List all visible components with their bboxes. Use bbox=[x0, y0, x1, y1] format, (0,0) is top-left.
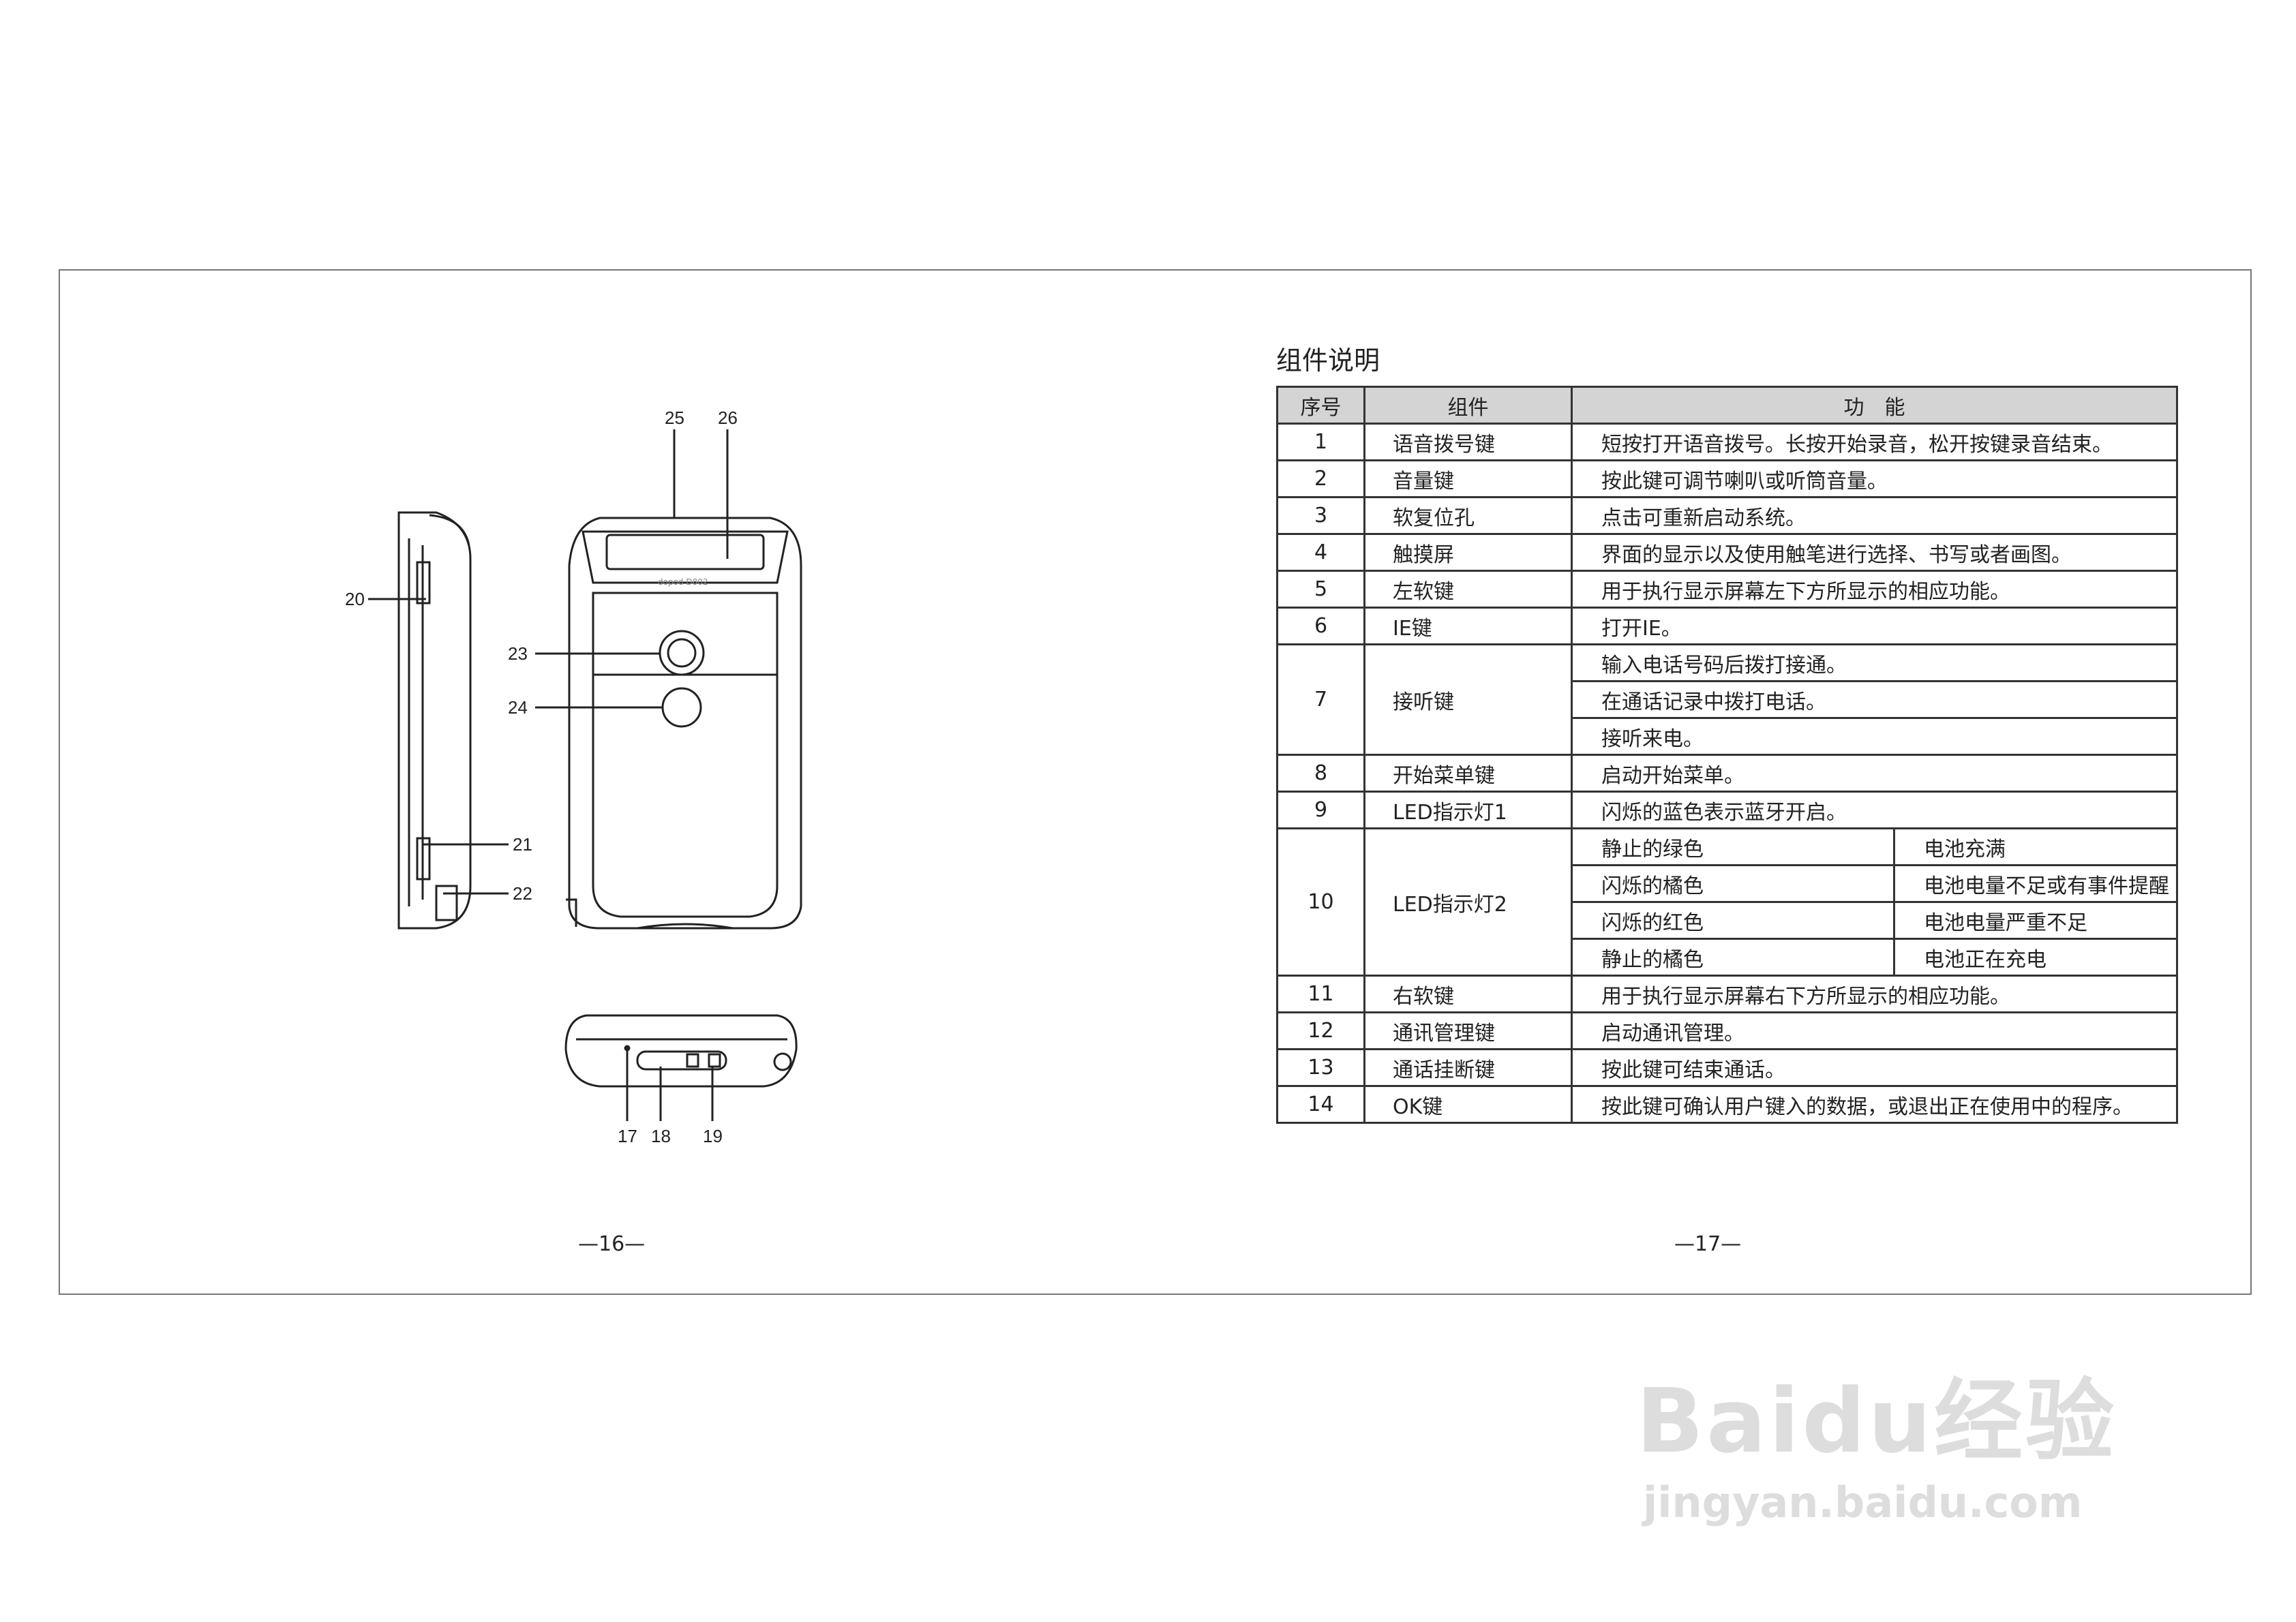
component-name: 通讯管理键 bbox=[1363, 1011, 1573, 1050]
page-frame bbox=[59, 269, 2252, 1295]
component-name: 触摸屏 bbox=[1363, 533, 1573, 572]
led-state: 静止的橘色 bbox=[1571, 938, 1895, 977]
component-function: 短按打开语音拨号。长按开始录音，松开按键录音结束。 bbox=[1571, 423, 2178, 461]
row-number: 11 bbox=[1276, 975, 1365, 1013]
watermark-logo: Baidu经验 bbox=[1636, 1369, 2117, 1473]
callout-25: 25 bbox=[665, 408, 684, 428]
page-number-left: —16— bbox=[578, 1232, 646, 1256]
led-meaning: 电池正在充电 bbox=[1893, 938, 2178, 977]
table-row: 静止的橘色电池正在充电 bbox=[1278, 938, 2178, 977]
led-state: 闪烁的红色 bbox=[1571, 901, 1895, 940]
callout-22: 22 bbox=[513, 883, 532, 904]
callout-17: 17 bbox=[618, 1126, 637, 1146]
component-function: 界面的显示以及使用触笔进行选择、书写或者画图。 bbox=[1571, 533, 2178, 572]
component-name: 音量键 bbox=[1363, 459, 1573, 498]
callout-21: 21 bbox=[513, 834, 532, 855]
table-header: 序号 组件 功 能 bbox=[1276, 386, 2178, 425]
row-number: 1 bbox=[1276, 423, 1365, 461]
row-number: 6 bbox=[1276, 607, 1365, 645]
callout-18: 18 bbox=[651, 1126, 671, 1146]
component-function: 点击可重新启动系统。 bbox=[1571, 496, 2178, 535]
component-function: 闪烁的蓝色表示蓝牙开启。 bbox=[1571, 791, 2178, 829]
led-meaning: 电池电量不足或有事件提醒 bbox=[1893, 864, 2178, 903]
component-function: 按此键可确认用户键入的数据，或退出正在使用中的程序。 bbox=[1571, 1085, 2178, 1124]
led-state: 静止的绿色 bbox=[1571, 827, 1895, 866]
row-number: 3 bbox=[1276, 496, 1365, 535]
table-row: 闪烁的橘色电池电量不足或有事件提醒 bbox=[1278, 864, 2178, 903]
component-name: 左软键 bbox=[1363, 570, 1573, 609]
component-function: 输入电话号码后拨打接通。 bbox=[1571, 643, 2178, 682]
header-number: 序号 bbox=[1276, 386, 1365, 425]
row-number: 2 bbox=[1276, 459, 1365, 498]
led-meaning: 电池充满 bbox=[1893, 827, 2178, 866]
watermark-url: jingyan.baidu.com bbox=[1643, 1478, 2083, 1527]
row-number: 7 bbox=[1276, 643, 1365, 756]
table-row: 在通话记录中拨打电话。 bbox=[1278, 680, 2178, 719]
led-meaning: 电池电量严重不足 bbox=[1893, 901, 2178, 940]
callout-24: 24 bbox=[508, 697, 528, 718]
component-function: 用于执行显示屏幕右下方所显示的相应功能。 bbox=[1571, 975, 2178, 1013]
component-name: LED指示灯2 bbox=[1363, 827, 1573, 977]
component-function: 按此键可调节喇叭或听筒音量。 bbox=[1571, 459, 2178, 498]
header-component: 组件 bbox=[1363, 386, 1573, 425]
row-number: 14 bbox=[1276, 1085, 1365, 1124]
row-number: 10 bbox=[1276, 827, 1365, 977]
section-title: 组件说明 bbox=[1276, 346, 1380, 376]
row-number: 13 bbox=[1276, 1048, 1365, 1087]
row-number: 8 bbox=[1276, 754, 1365, 793]
phone-side-view bbox=[397, 511, 472, 930]
callout-20: 20 bbox=[345, 589, 365, 609]
component-name: 右软键 bbox=[1363, 975, 1573, 1013]
component-name: LED指示灯1 bbox=[1363, 791, 1573, 829]
component-name: 语音拨号键 bbox=[1363, 423, 1573, 461]
led-state: 闪烁的橘色 bbox=[1571, 864, 1895, 903]
row-number: 5 bbox=[1276, 570, 1365, 609]
component-name: 开始菜单键 bbox=[1363, 754, 1573, 793]
table-row: 接听来电。 bbox=[1278, 717, 2178, 756]
device-brand: dopod D802 bbox=[658, 577, 708, 587]
component-function: 启动通讯管理。 bbox=[1571, 1011, 2178, 1050]
component-name: 通话挂断键 bbox=[1363, 1048, 1573, 1087]
row-number: 9 bbox=[1276, 791, 1365, 829]
component-function: 打开IE。 bbox=[1571, 607, 2178, 645]
component-function: 接听来电。 bbox=[1571, 717, 2178, 756]
component-name: 软复位孔 bbox=[1363, 496, 1573, 535]
baidu-watermark: Baidu经验 jingyan.baidu.com bbox=[1636, 1349, 2117, 1527]
callout-19: 19 bbox=[703, 1126, 723, 1146]
phone-bottom-view bbox=[564, 1014, 798, 1088]
callout-23: 23 bbox=[508, 643, 528, 664]
row-number: 4 bbox=[1276, 533, 1365, 572]
component-name: OK键 bbox=[1363, 1085, 1573, 1124]
page-number-right: —17— bbox=[1674, 1232, 1742, 1256]
component-function: 按此键可结束通话。 bbox=[1571, 1048, 2178, 1087]
header-function: 功 能 bbox=[1571, 386, 2178, 425]
table-row: 闪烁的红色电池电量严重不足 bbox=[1278, 901, 2178, 940]
row-number: 12 bbox=[1276, 1011, 1365, 1050]
component-name: 接听键 bbox=[1363, 643, 1573, 756]
component-function: 启动开始菜单。 bbox=[1571, 754, 2178, 793]
component-function: 在通话记录中拨打电话。 bbox=[1571, 680, 2178, 719]
callout-26: 26 bbox=[718, 408, 738, 428]
component-function: 用于执行显示屏幕左下方所显示的相应功能。 bbox=[1571, 570, 2178, 609]
component-name: IE键 bbox=[1363, 607, 1573, 645]
